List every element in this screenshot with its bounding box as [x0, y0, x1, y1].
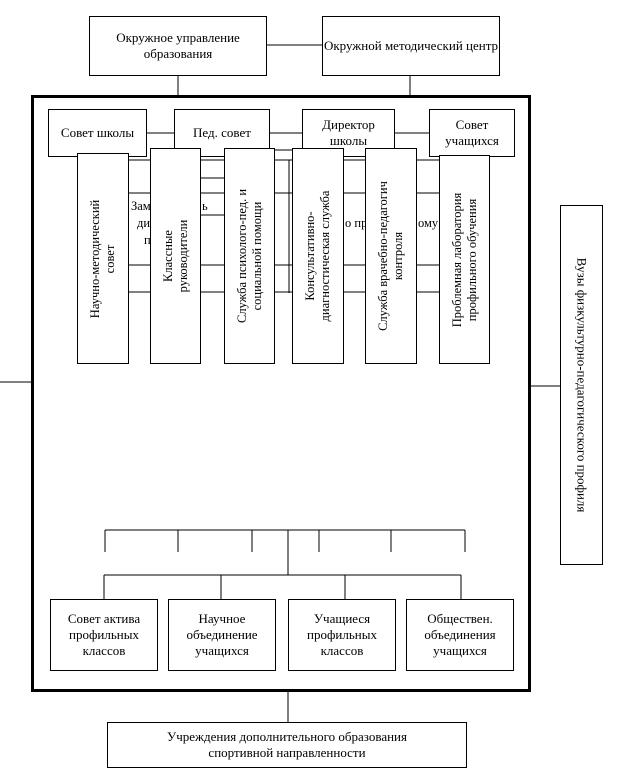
universities-label: Вузы физкультурно-педагогического профил… — [574, 257, 589, 513]
district-administration-label: Окружное управление образования — [116, 30, 240, 61]
student-body-science-union: Научное объединение учащихся — [168, 599, 276, 671]
student-body-label: Научное объединение учащихся — [186, 611, 258, 658]
universities-box: Вузы физкультурно-педагогического профил… — [560, 205, 603, 565]
student-body-label: Обществен. объединения учащихся — [424, 611, 496, 658]
student-body-label: Учащиеся профильных классов — [307, 611, 377, 658]
school-council-label: Совет школы — [60, 125, 135, 140]
school-council-box: Совет школы — [48, 109, 147, 157]
district-administration-box: Окружное управление образования — [89, 16, 267, 76]
district-method-center-label: Окружной методический центр — [323, 38, 499, 53]
student-body-label: Совет актива профильных классов — [67, 611, 141, 658]
service-label-diagnostic: Консультативно-диагностическая служба — [303, 190, 332, 322]
deputy-fragment-6: ому — [418, 216, 439, 230]
deputy-fragment-5: о пр — [345, 216, 368, 230]
school-frame — [31, 95, 531, 692]
district-method-center-box: Окружной методический центр — [322, 16, 500, 76]
extra-education-label: Учреждения дополнительного образования с… — [167, 729, 407, 760]
student-body-public-unions: Обществен. объединения учащихся — [406, 599, 514, 671]
director-label: Директор школы — [322, 117, 375, 148]
deputy-fragment-1: Зам — [131, 199, 151, 213]
deputy-fragment-2: ди — [137, 216, 151, 230]
ped-council-label: Пед. совет — [193, 125, 251, 140]
student-body-active-council: Совет актива профильных классов — [50, 599, 158, 671]
student-council-label: Совет учащихся — [445, 117, 499, 148]
extra-education-box: Учреждения дополнительного образования с… — [107, 722, 467, 768]
deputy-fragment-3: п — [144, 233, 151, 247]
service-box-diagnostic: Консультативно-диагностическая служба — [292, 148, 344, 364]
student-body-profile-students: Учащиеся профильных классов — [288, 599, 396, 671]
student-council-box: Совет учащихся — [429, 109, 515, 157]
deputy-fragment-4: ь — [202, 199, 208, 213]
